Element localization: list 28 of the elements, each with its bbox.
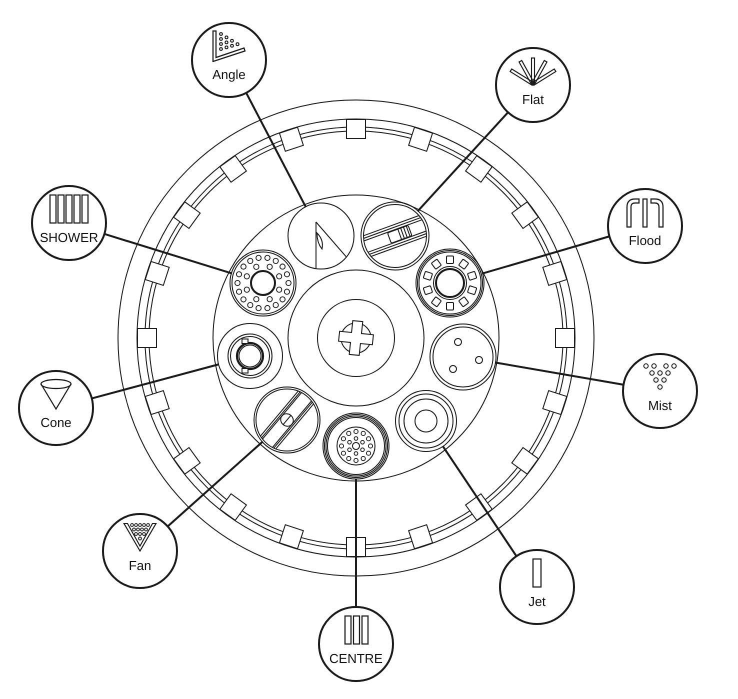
leader-line xyxy=(167,440,264,527)
vented-ring-nozzle xyxy=(415,248,485,318)
mode-label: CENTRE xyxy=(329,651,383,666)
slotted-nozzle xyxy=(360,201,430,271)
perforated-nozzle xyxy=(322,412,390,480)
leader-line xyxy=(104,233,232,274)
mode-label: Flood xyxy=(628,233,662,248)
three-hole-nozzle xyxy=(429,323,497,391)
leader-line xyxy=(92,363,219,400)
mode-label: Jet xyxy=(528,594,546,609)
mode-label: SHOWER xyxy=(40,230,98,245)
perforated-nozzle xyxy=(229,249,297,317)
slotted-nozzle xyxy=(253,386,321,454)
mode-label: Angle xyxy=(212,67,246,82)
leader-line xyxy=(355,478,357,606)
mode-label: Cone xyxy=(40,415,72,430)
mode-label: Fan xyxy=(128,558,152,573)
mode-label: Flat xyxy=(522,92,544,107)
leader-line xyxy=(482,236,610,275)
mode-label: Mist xyxy=(648,398,672,413)
concentric-ring-nozzle xyxy=(394,389,458,453)
triangle-slot-nozzle xyxy=(287,202,355,270)
leader-line xyxy=(442,446,518,556)
leader-line xyxy=(246,92,307,208)
leader-line xyxy=(494,362,624,386)
cross-screw-head xyxy=(316,298,396,378)
leader-line xyxy=(416,112,508,212)
ring-nozzle xyxy=(216,322,284,390)
